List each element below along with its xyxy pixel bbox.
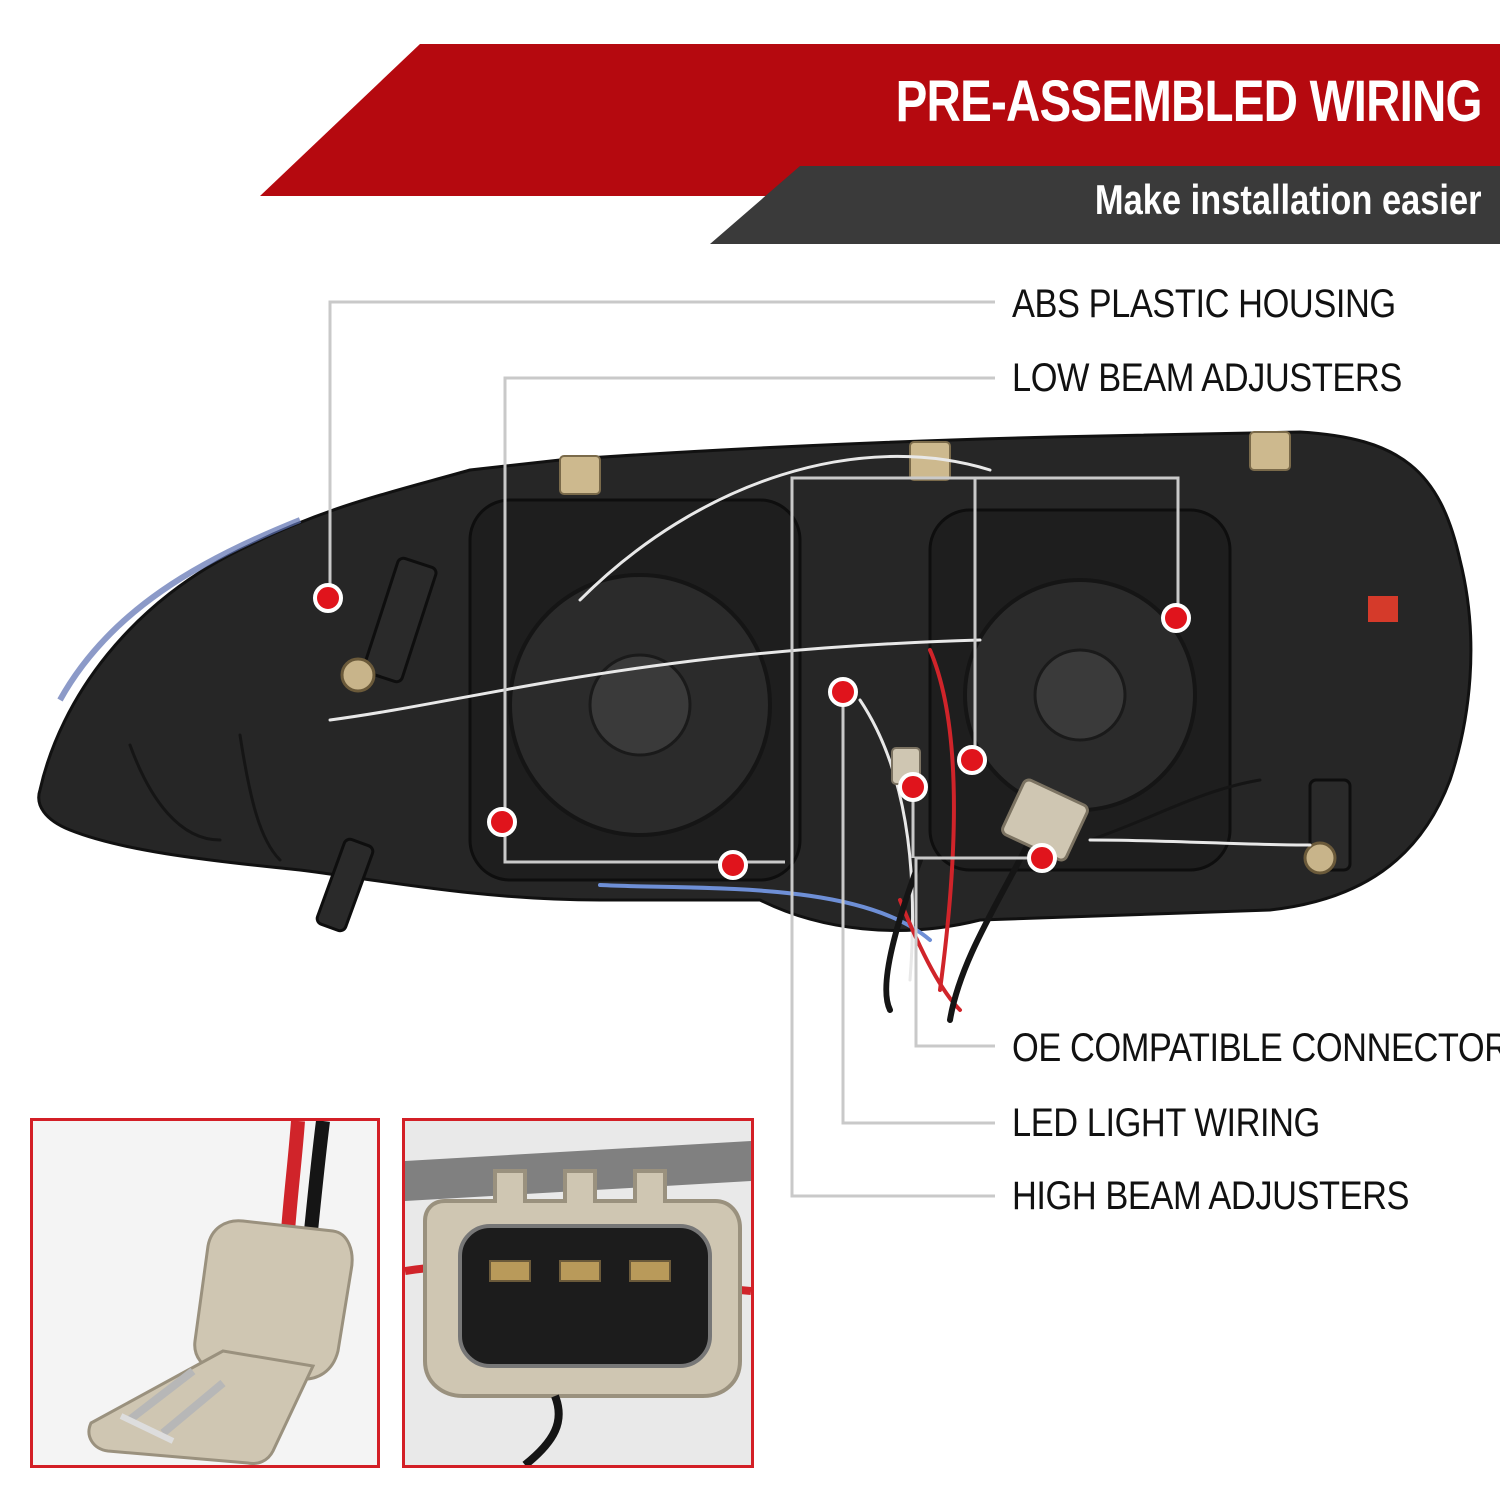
connector-cavity (458, 1224, 712, 1368)
callout-abs-plastic-housing: ABS PLASTIC HOUSING (1012, 282, 1396, 326)
leader-abs-plastic-housing (328, 300, 995, 600)
red-dot-marker-icon[interactable] (828, 677, 858, 707)
red-dot-marker-icon[interactable] (1161, 603, 1191, 633)
red-dot-marker-icon[interactable] (313, 583, 343, 613)
callout-led-light-wiring: LED LIGHT WIRING (1012, 1101, 1320, 1145)
red-dot-marker-icon[interactable] (718, 850, 748, 880)
leader-low-beam-box (503, 378, 730, 864)
red-dot-marker-icon[interactable] (1027, 843, 1057, 873)
page-title: PRE-ASSEMBLED WIRING (895, 69, 1483, 134)
leader-lines (328, 300, 1180, 1198)
oe-connector-closeup (405, 1121, 751, 1465)
callout-markers (313, 583, 1191, 880)
led-socket-closeup (33, 1121, 377, 1465)
callout-oe-compatible-connectors: OE COMPATIBLE CONNECTORS (1012, 1026, 1500, 1070)
page-subtitle: Make installation easier (1095, 176, 1482, 223)
inset-oe-connector (402, 1118, 754, 1468)
dark-banner-shape (710, 166, 1500, 244)
mounting-nut (1303, 841, 1337, 875)
low-beam-cap-center (588, 653, 692, 757)
callout-low-beam-adjusters: LOW BEAM ADJUSTERS (1012, 356, 1402, 400)
high-beam-cap-center (1033, 648, 1127, 742)
red-dot-marker-icon[interactable] (957, 745, 987, 775)
red-dot-marker-icon[interactable] (487, 807, 517, 837)
inset-led-socket (30, 1118, 380, 1468)
socket-base (87, 1349, 316, 1465)
wiring-harness (128, 454, 1312, 1023)
qc-sticker (1368, 596, 1398, 622)
header-banner (260, 44, 1500, 244)
mounting-nut (340, 657, 376, 693)
red-banner-shape (260, 44, 1500, 196)
housing-lens-edge (57, 517, 302, 702)
callout-high-beam-adjusters: HIGH BEAM ADJUSTERS (1012, 1174, 1410, 1218)
connector-pins (489, 1260, 671, 1282)
leader-oe-compatible-connectors (914, 856, 1040, 1048)
leader-led-light-wiring (841, 692, 995, 1125)
leader-high-beam-adjusters (790, 476, 1180, 1198)
red-dot-marker-icon[interactable] (898, 772, 928, 802)
top-clips (559, 431, 1291, 495)
